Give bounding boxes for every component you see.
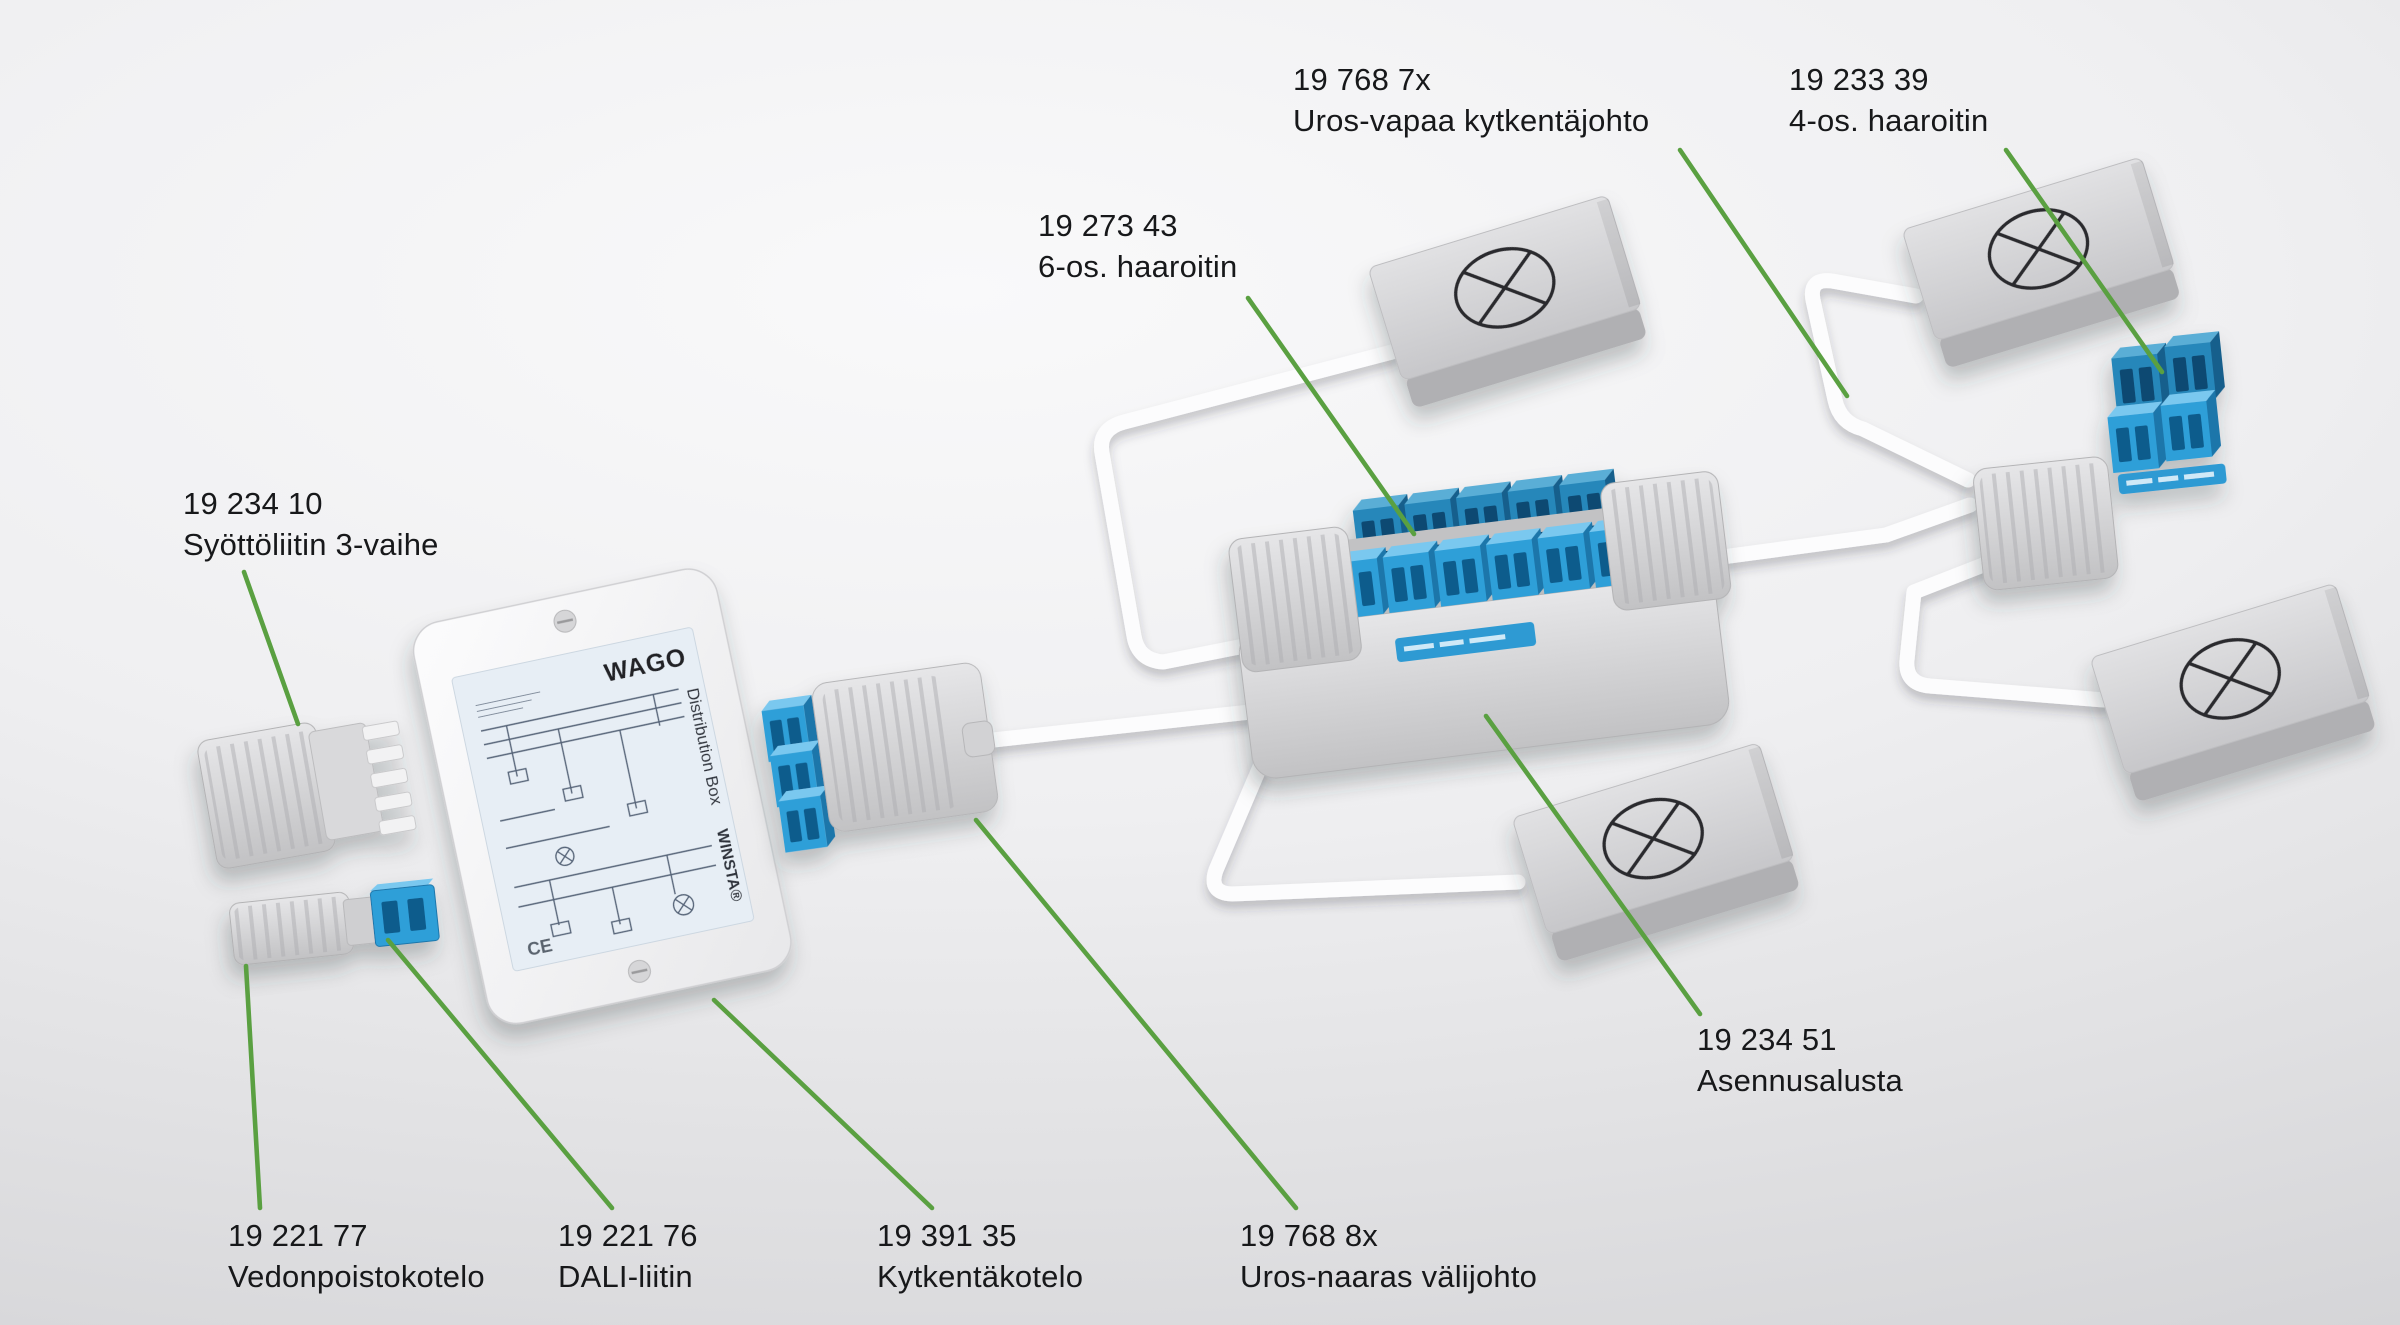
annotation-lines (241, 147, 2165, 1211)
mounting-base (1238, 575, 1730, 779)
part-name: Asennusalusta (1697, 1062, 1903, 1098)
label-kytkentakotelo: 19 391 35 Kytkentäkotelo (877, 1216, 1083, 1298)
part-number: 19 273 43 (1038, 208, 1178, 243)
distributor-4way (1973, 331, 2227, 591)
label-4os-haaroitin: 19 233 39 4-os. haaroitin (1789, 60, 1988, 142)
luminaire-box-top-right (1903, 158, 2179, 367)
part-number: 19 391 35 (877, 1218, 1017, 1253)
annotation-line-kytkentajohto (1677, 147, 1850, 399)
part-name: 4-os. haaroitin (1789, 102, 1989, 138)
label-asennusalusta: 19 234 51 Asennusalusta (1697, 1020, 1903, 1102)
annotation-line-vedonpoistokotelo (243, 963, 263, 1211)
label-dali-liitin: 19 221 76 DALI-liitin (558, 1216, 698, 1298)
part-name: Vedonpoistokotelo (228, 1258, 485, 1294)
part-name: Uros-naaras välijohto (1240, 1258, 1538, 1294)
product-strip (1395, 622, 1537, 662)
part-number: 19 234 10 (183, 486, 323, 521)
cable-lamp-bottom-right (1899, 552, 2112, 708)
part-name: DALI-liitin (558, 1258, 693, 1294)
annotation-line-syottoliitin (241, 569, 301, 727)
luminaire-box-bottom-right (2091, 584, 2375, 801)
annotation-line-4os-haaroitin (2003, 147, 2165, 375)
part-number: 19 768 7x (1293, 62, 1431, 97)
blue-connector-cluster (2106, 331, 2227, 495)
part-name: Kytkentäkotelo (877, 1258, 1084, 1294)
annotation-line-kytkentakotelo (711, 997, 935, 1211)
annotation-line-6os-haaroitin (1245, 295, 1417, 537)
annotation-line-asennusalusta (1483, 713, 1703, 1017)
feed-connector-3phase (197, 720, 417, 869)
annotation-line-dali (385, 937, 615, 1211)
wiring-schematic (475, 688, 717, 938)
label-6os-haaroitin: 19 273 43 6-os. haaroitin (1038, 206, 1237, 288)
part-number: 19 233 39 (1789, 62, 1929, 97)
part-number: 19 221 76 (558, 1218, 698, 1253)
annotation-line-valijohto (973, 817, 1299, 1211)
label-uros-naaras-valijohto: 19 768 8x Uros-naaras välijohto (1240, 1216, 1537, 1298)
part-name: Uros-vapaa kytkentäjohto (1293, 102, 1650, 138)
part-number: 19 234 51 (1697, 1022, 1837, 1057)
part-name: Syöttöliitin 3-vaihe (183, 526, 439, 562)
extension-connector (760, 662, 999, 853)
cable-lamp-bottom-center (1206, 726, 1526, 902)
label-vedonpoistokotelo: 19 221 77 Vedonpoistokotelo (228, 1216, 485, 1298)
cable-lamp-top-right (1804, 273, 1976, 488)
cable-lamp-top-center (1093, 344, 1400, 670)
part-name: 6-os. haaroitin (1038, 248, 1238, 284)
strain-relief-housing (229, 878, 440, 966)
cable-to-4way (1692, 497, 1978, 568)
distribution-box: WAGO Distribution Box WINSTA® CE (412, 568, 792, 1025)
cable-extension (967, 704, 1258, 750)
label-syottoliitin: 19 234 10 Syöttöliitin 3-vaihe (183, 484, 439, 566)
luminaire-box-bottom-center (1513, 744, 1799, 961)
label-uros-vapaa-kytkentajohto: 19 768 7x Uros-vapaa kytkentäjohto (1293, 60, 1649, 142)
distributor-6way (1228, 468, 1732, 779)
cable-group (967, 273, 2112, 902)
luminaire-box-top-center (1369, 196, 1646, 407)
dali-connector (369, 878, 440, 947)
part-number: 19 768 8x (1240, 1218, 1378, 1253)
part-number: 19 221 77 (228, 1218, 368, 1253)
